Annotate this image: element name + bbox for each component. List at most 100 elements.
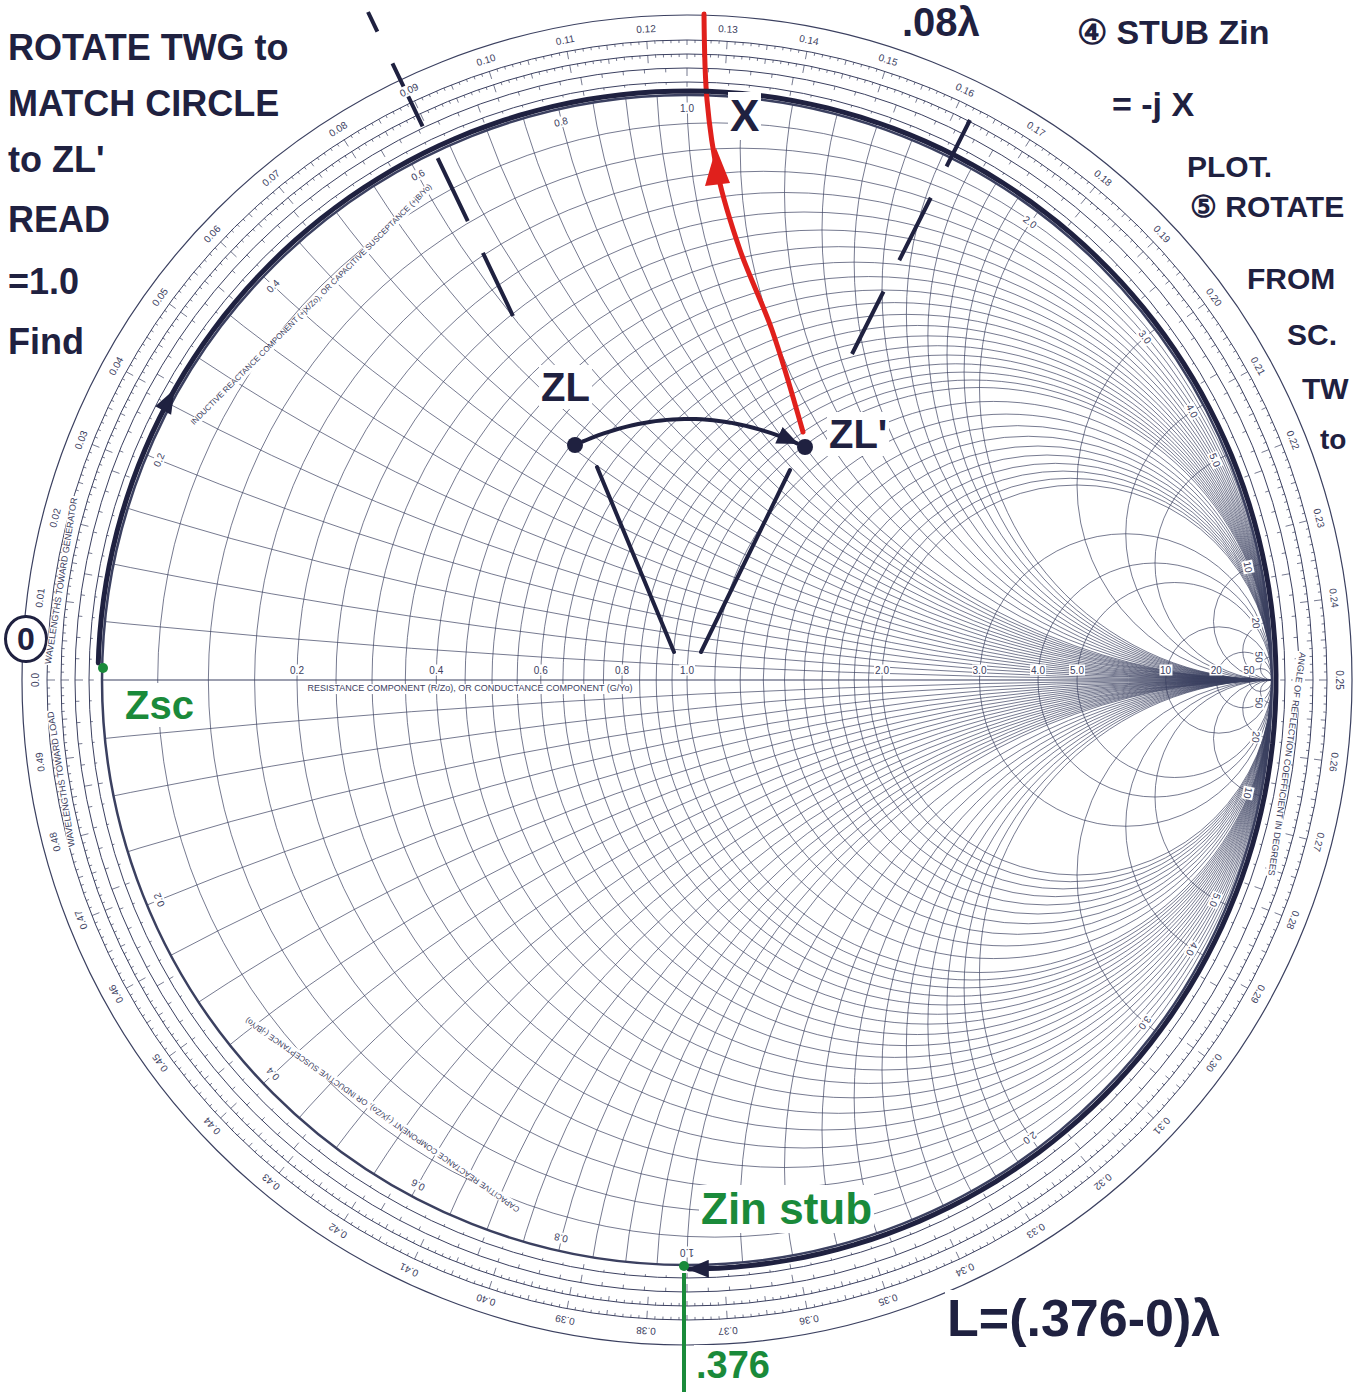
reactance-arc (1077, 680, 1372, 1070)
reactance-arc (492, 0, 1372, 680)
wavelength-scale: 0.22 (1284, 428, 1302, 452)
wavelength-scale: 0.26 (1327, 750, 1341, 773)
wavelength-scale: 0.33 (1024, 1220, 1048, 1241)
reactance-scale: 2.0 (1021, 213, 1040, 231)
handwritten-note: X (728, 92, 761, 140)
wavelength-scale: 0.46 (106, 982, 126, 1006)
wavelength-scale: 0.48 (47, 830, 63, 854)
wavelength-scale: 0.07 (260, 167, 284, 189)
reading-tick (682, 1273, 686, 1392)
resistance-scale: 0.2 (289, 665, 305, 676)
handwritten-note: MATCH CIRCLE (6, 84, 281, 124)
reactance-arc (102, 680, 1372, 1395)
wavelength-scale: 0.19 (1151, 222, 1174, 245)
scale-ring (102, 95, 1272, 1265)
wavelength-scale: 0.21 (1248, 354, 1268, 378)
wavelength-scale: 0.44 (200, 1115, 223, 1138)
reactance-scale: 0.2 (151, 451, 167, 470)
reactance-scale: 4.0 (1183, 401, 1200, 420)
reactance-arc (854, 680, 1372, 1395)
reactance-scale: 3.0 (1135, 1014, 1153, 1033)
resistance-scale: 1.0 (679, 665, 695, 676)
wavelength-scale: 0.14 (798, 32, 821, 47)
reactance-scale: 0.2 (151, 891, 167, 910)
wavelength-scale: 0.05 (149, 285, 171, 309)
wavelength-scale: 0.35 (877, 1292, 901, 1309)
construction-lines (155, 12, 970, 1392)
reactance-scale: 1.0 (679, 1247, 695, 1258)
wavelength-scale: 0.08 (326, 119, 350, 140)
reactance-arc (980, 95, 1372, 680)
reactance-arc (964, 680, 1372, 1296)
reactance-arc (297, 680, 1372, 1395)
resistance-scale: 5.0 (1069, 665, 1085, 676)
point-label: ZL' (827, 412, 889, 456)
wavelength-scale: 0.27 (1311, 830, 1327, 854)
wavelength-scale: 0.29 (1248, 982, 1268, 1006)
rotation-arrow (98, 91, 1276, 1269)
reactance-arc (854, 0, 1372, 680)
reactance-arc (928, 680, 1372, 1368)
resistance-scale: 20 (1210, 665, 1223, 676)
wavelength-scale: 0.40 (474, 1292, 498, 1309)
reactance-scale: 5.0 (1207, 451, 1223, 470)
arrowhead (705, 148, 730, 186)
reactance-scale: 3.0 (1135, 327, 1153, 346)
reactance-arc (102, 0, 1372, 680)
handwritten-note: SC. (1285, 318, 1339, 351)
axis-title: CAPACITIVE REACTANCE COMPONENT (-jX/Zo),… (243, 1014, 522, 1213)
resistance-scale: 0.4 (428, 665, 444, 676)
wavelength-scale: 0.17 (1024, 119, 1048, 140)
handwritten-note: L=(.376-0)λ (945, 1290, 1222, 1347)
reactance-scale: 0.4 (263, 276, 282, 295)
wavelength-scale: 0.45 (149, 1051, 171, 1075)
wavelength-scale: 0.32 (1091, 1171, 1115, 1193)
wavelength-scale: 0.38 (635, 1325, 657, 1337)
reactance-arc (785, 0, 1372, 680)
reactance-scale: 50 (1253, 696, 1265, 710)
radial-line (597, 467, 674, 652)
wavelength-scale: 0.06 (200, 222, 223, 245)
resistance-scale: 0.6 (533, 665, 549, 676)
handwritten-note: .08λ (900, 0, 982, 44)
wavelength-scale: 0.16 (953, 80, 977, 99)
wavelength-scale: 0.36 (798, 1313, 821, 1328)
wavelength-scale: 0.12 (635, 23, 657, 35)
point-label: ZL (539, 365, 592, 409)
wavelength-scale: 0.43 (260, 1171, 284, 1193)
handwritten-note: ROTATE TWG to (6, 28, 291, 68)
wavelength-scale: 0.15 (877, 51, 901, 68)
chart-point: Zsc (98, 663, 108, 673)
handwritten-note: =1.0 (6, 262, 81, 302)
reactance-arc (740, 0, 1372, 680)
reactance-arc (436, 680, 1372, 1395)
reactance-scale: 0.6 (408, 167, 427, 184)
reactance-arc (1077, 290, 1372, 680)
point-label: Zin stub (699, 1185, 874, 1233)
chart-point: Zin stub (679, 1261, 689, 1271)
chart-point: ZL' (797, 439, 813, 455)
reactance-arc (208, 680, 1372, 1395)
reactance-scale: 20 (1250, 616, 1262, 630)
wavelength-scale: 0.41 (397, 1260, 421, 1279)
resistance-scale: 2.0 (874, 665, 890, 676)
reactance-scale: 2.0 (1021, 1128, 1040, 1146)
reactance-arc (964, 64, 1372, 680)
wavelength-scale: 0.20 (1204, 285, 1226, 309)
reactance-arc (584, 680, 1372, 1395)
wavelength-scale: 0.49 (33, 750, 47, 773)
wavelength-scale: 0.18 (1091, 167, 1115, 189)
axis-title: ANGLE OF REFLECTION COEFFICIENT IN DEGRE… (1265, 651, 1306, 878)
axis-title: WAVELENGTHS TOWARD LOAD (46, 710, 77, 849)
scale-ring (61, 54, 1313, 1306)
handwritten-note: to (1318, 425, 1348, 456)
wavelength-scale: 0.11 (554, 32, 576, 47)
scale-ring (47, 40, 1327, 1320)
wavelength-scale: 0.39 (553, 1313, 576, 1328)
scale-ticks (47, 40, 1327, 1320)
chart-point: ZL (567, 437, 583, 453)
reactance-arc (372, 0, 1372, 680)
wavelength-scale: 0.42 (326, 1220, 350, 1241)
wavelength-scale: 0.24 (1327, 587, 1341, 610)
